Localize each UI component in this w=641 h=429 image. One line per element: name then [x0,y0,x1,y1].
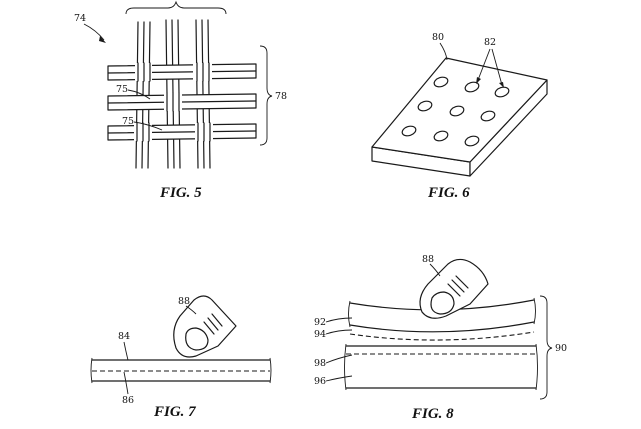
fig8-finger [419,258,489,319]
fig5-weave-overlaps [134,62,213,142]
fig7-caption: FIG. 7 [153,404,196,420]
ref-80: 80 [432,32,444,43]
ref-80-leader [439,42,448,61]
fig8-flex-stack: 92 94 98 96 88 90 FIG. 8 [314,254,567,422]
ref-82: 82 [484,37,496,48]
fig7-right-edge [269,357,272,384]
ref-86: 86 [122,395,134,406]
ref-94-leader [325,329,353,335]
ref-92: 92 [314,317,326,328]
ref-88-fig7-leader [185,305,197,315]
fig8-bottom-right-edge [535,343,538,391]
ref-78: 78 [275,91,287,102]
fig5-top-brace [125,0,227,15]
fig8-top-layer-dashed [349,331,535,341]
ref-82-arrowhead-a [476,77,481,84]
ref-75-b-leader [133,121,163,131]
fig7-touch-layer: 88 84 86 FIG. 7 [90,295,272,420]
ref-88-fig8-leader [429,263,441,277]
ref-96: 96 [314,376,326,387]
fig5-caption: FIG. 5 [159,185,202,201]
fig6-openings [401,76,510,147]
ref-74: 74 [74,13,86,24]
ref-98: 98 [314,358,326,369]
ref-75-a-leader [127,89,151,100]
ref-86-leader [123,371,129,395]
fig8-top-left-edge [348,300,351,328]
fig6-perforated-plate: 80 82 FIG. 6 [371,32,548,201]
ref-74-leader [83,23,105,41]
ref-82-leader-a [477,48,491,81]
ref-74-arrowhead [99,36,106,43]
ref-82-leader-b [491,48,503,86]
ref-98-leader [325,354,353,364]
fig7-finger [173,295,237,358]
ref-88-fig8: 88 [422,254,434,265]
fig6-caption: FIG. 6 [427,185,470,201]
ref-75-b: 75 [122,116,134,127]
ref-90: 90 [555,343,567,354]
ref-84-leader [123,341,129,361]
ref-82-arrowhead-b [499,82,504,88]
fig8-right-bracket [539,295,553,400]
fig5-right-bracket [259,45,273,146]
ref-94: 94 [314,329,326,340]
ref-96-leader [325,375,353,382]
fig8-caption: FIG. 8 [411,406,454,422]
fig8-bottom-left-edge [344,343,347,391]
ref-88-fig7: 88 [178,296,190,307]
ref-75-a: 75 [116,84,128,95]
ref-92-leader [325,317,353,323]
fig8-top-right-edge [533,297,536,325]
fig8-top-layer-lower [349,321,535,333]
fig7-left-edge [90,357,93,384]
ref-84: 84 [118,331,130,342]
fig5-woven-fabric: 74 [74,0,287,201]
